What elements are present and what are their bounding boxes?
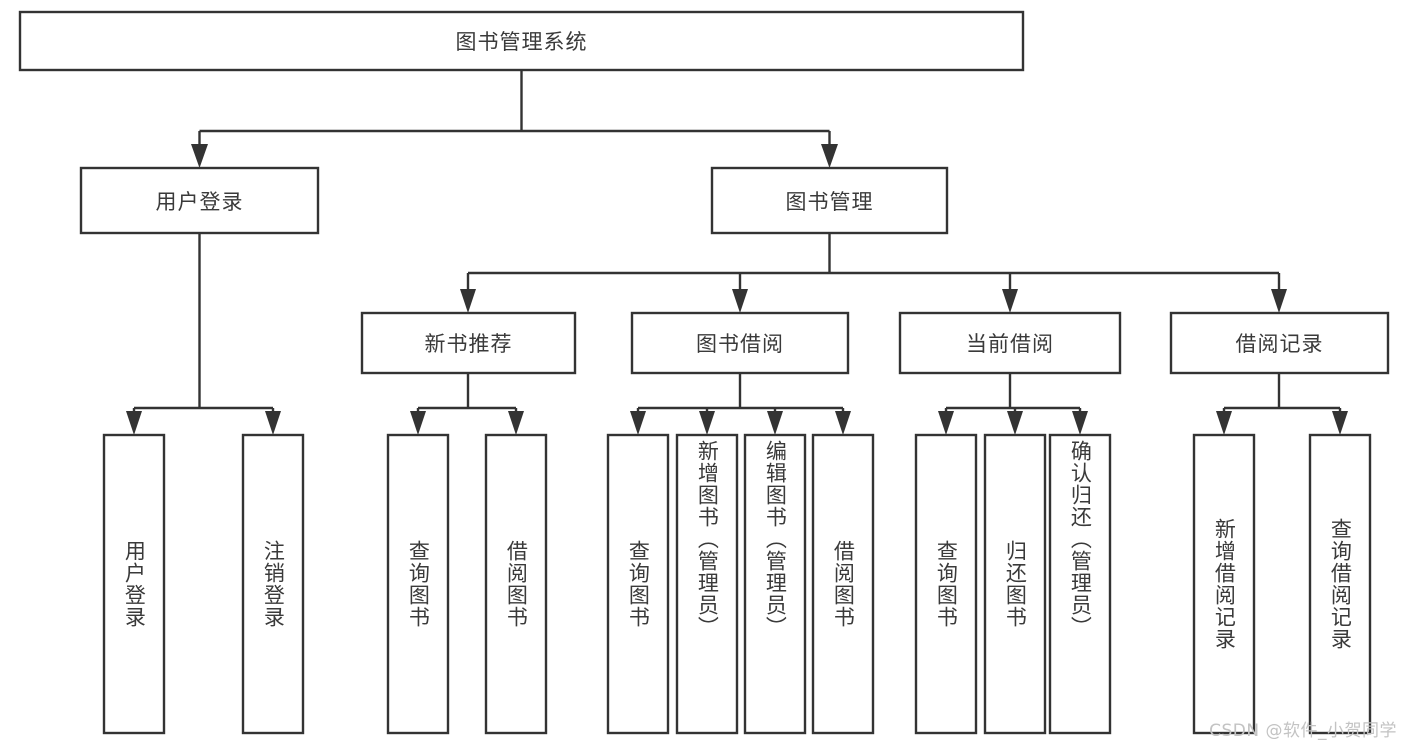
arrow-head-leaf-edit-book-admin bbox=[767, 411, 783, 435]
node-box-leaf-query-book-borrow[interactable] bbox=[606, 433, 670, 735]
node-box-book-management[interactable] bbox=[710, 166, 949, 235]
node-box-borrow-record[interactable] bbox=[1169, 311, 1390, 375]
node-box-leaf-borrow-book-recommend[interactable] bbox=[484, 433, 548, 735]
edge-group-root-to-level2 bbox=[191, 70, 838, 168]
node-box-user-login[interactable] bbox=[79, 166, 320, 235]
arrow-head-leaf-confirm-return-admin bbox=[1072, 411, 1088, 435]
edge-group-book-borrow-to-leaves bbox=[630, 373, 851, 435]
edge-group-user-login-to-leaves bbox=[126, 233, 281, 435]
node-box-book-borrow[interactable] bbox=[630, 311, 850, 375]
arrow-head-leaf-query-book-recommend bbox=[410, 411, 426, 435]
node-box-new-book-recommend[interactable] bbox=[360, 311, 577, 375]
arrow-head-leaf-add-borrow-record bbox=[1216, 411, 1232, 435]
node-box-current-borrow[interactable] bbox=[898, 311, 1122, 375]
arrow-head-new-book-recommend bbox=[460, 289, 476, 313]
edge-group-current-borrow-to-leaves bbox=[938, 373, 1088, 435]
arrow-head-leaf-return-book bbox=[1007, 411, 1023, 435]
node-box-leaf-query-book-recommend[interactable] bbox=[386, 433, 450, 735]
arrow-head-leaf-query-book-borrow bbox=[630, 411, 646, 435]
arrow-head-leaf-borrow-book-recommend bbox=[508, 411, 524, 435]
arrow-head-leaf-add-book-admin bbox=[699, 411, 715, 435]
node-box-leaf-logout-login[interactable] bbox=[241, 433, 305, 735]
arrow-head-current-borrow bbox=[1002, 289, 1018, 313]
arrow-head-user-login bbox=[191, 144, 208, 168]
node-box-leaf-confirm-return-admin[interactable] bbox=[1048, 433, 1112, 735]
node-box-root[interactable] bbox=[18, 10, 1025, 72]
arrow-head-leaf-logout-login bbox=[265, 411, 281, 435]
node-box-leaf-borrow-book[interactable] bbox=[811, 433, 875, 735]
node-box-leaf-edit-book-admin[interactable] bbox=[743, 433, 807, 735]
node-box-leaf-return-book[interactable] bbox=[983, 433, 1047, 735]
arrow-head-leaf-query-book-current bbox=[938, 411, 954, 435]
node-box-leaf-query-book-current[interactable] bbox=[914, 433, 978, 735]
node-box-leaf-query-borrow-record[interactable] bbox=[1308, 433, 1372, 735]
arrow-head-book-borrow bbox=[732, 289, 748, 313]
edge-group-book-management-to-level3 bbox=[460, 233, 1287, 313]
node-box-leaf-add-book-admin[interactable] bbox=[675, 433, 739, 735]
node-box-leaf-user-login[interactable] bbox=[102, 433, 166, 735]
arrow-head-leaf-user-login bbox=[126, 411, 142, 435]
arrow-head-borrow-record bbox=[1271, 289, 1287, 313]
arrow-head-leaf-query-borrow-record bbox=[1332, 411, 1348, 435]
arrow-head-book-management bbox=[821, 144, 838, 168]
arrow-head-leaf-borrow-book bbox=[835, 411, 851, 435]
edge-group-borrow-record-to-leaves bbox=[1216, 373, 1348, 435]
edge-group-new-book-recommend-to-leaves bbox=[410, 373, 524, 435]
node-box-leaf-add-borrow-record[interactable] bbox=[1192, 433, 1256, 735]
